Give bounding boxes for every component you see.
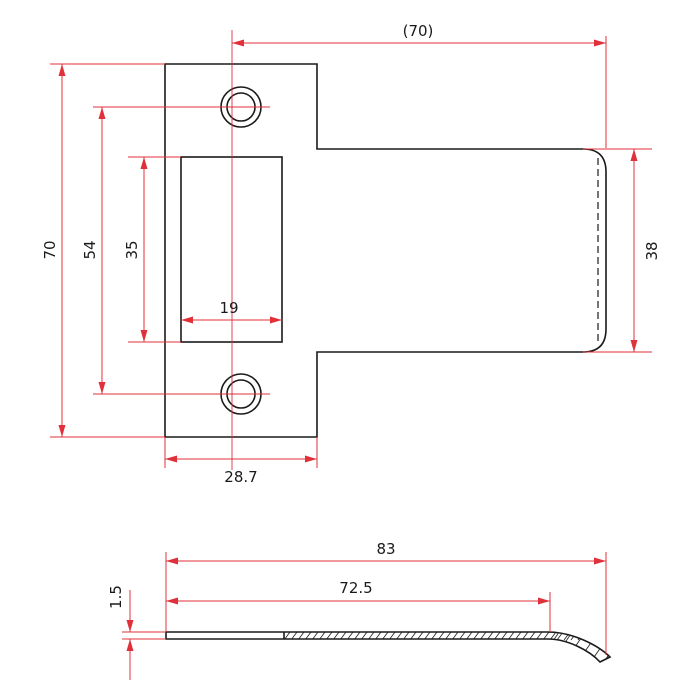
top-view	[164, 30, 607, 470]
dimension-hole-spacing: 54	[81, 106, 212, 395]
dimension-plate-width: 28.7	[164, 437, 318, 486]
dimension-lip-height: 38	[583, 148, 661, 353]
dim-label-overall-length: (70)	[403, 22, 434, 40]
dim-label-slot-width: 19	[219, 299, 238, 317]
dim-label-hole-spacing: 54	[81, 240, 99, 259]
dimension-slot-width: 19	[181, 299, 282, 324]
dim-label-plate-height: 70	[41, 240, 59, 259]
dim-label-side-flat-length: 72.5	[339, 579, 372, 597]
dimension-side-flat-length: 72.5	[166, 579, 551, 632]
strip-profile	[165, 631, 612, 663]
dim-label-side-overall-length: 83	[376, 540, 395, 558]
dimension-plate-height: 70	[41, 63, 165, 438]
dim-label-thickness: 1.5	[107, 585, 125, 609]
dimension-overall-length: (70)	[232, 22, 607, 148]
dim-label-lip-height: 38	[643, 241, 661, 260]
dimension-slot-height: 35	[123, 156, 181, 343]
side-view	[165, 631, 612, 663]
dim-label-plate-width: 28.7	[224, 468, 257, 486]
dim-label-slot-height: 35	[123, 240, 141, 259]
dimension-side-overall-length: 83	[165, 540, 607, 655]
latch-slot	[180, 156, 283, 343]
strike-plate-outline	[164, 63, 607, 438]
dimension-thickness: 1.5	[107, 585, 166, 680]
